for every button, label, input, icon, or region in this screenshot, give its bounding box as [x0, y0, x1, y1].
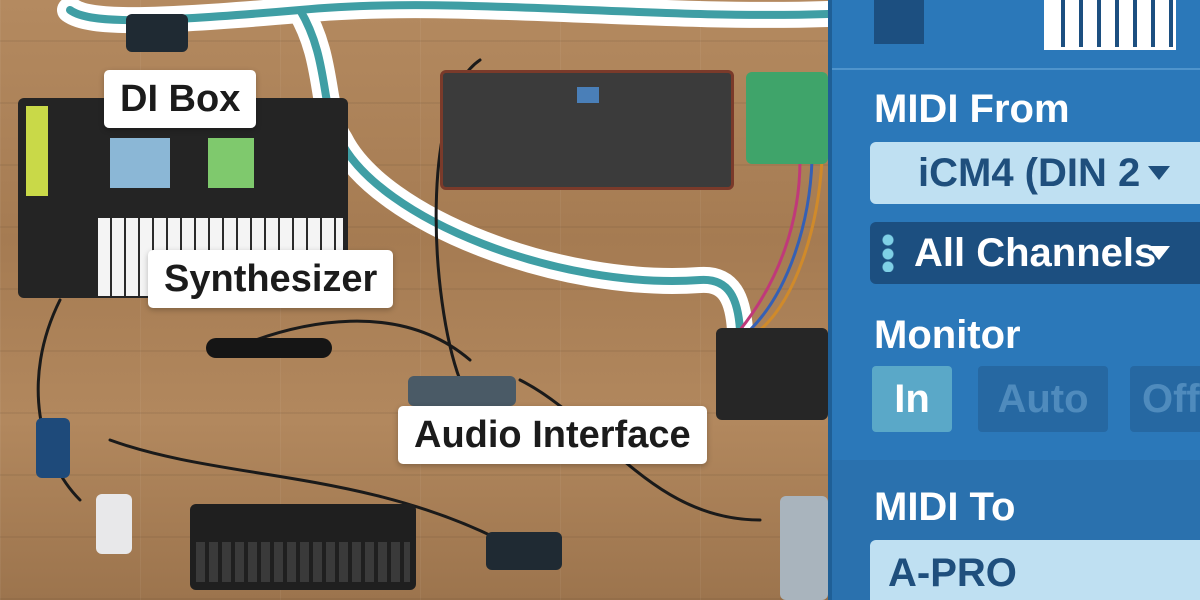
chevron-down-icon [1148, 246, 1170, 260]
midi-from-title: MIDI From [874, 87, 1070, 131]
laptop-device [780, 496, 828, 600]
panel-divider-top [832, 68, 1200, 70]
controller-device [190, 504, 416, 590]
monitor-title: Monitor [874, 313, 1021, 357]
microphone-device [206, 338, 332, 358]
monitor-off-label: Off [1142, 377, 1200, 421]
patchbay-device [716, 328, 828, 420]
midi-from-device-dropdown[interactable]: iCM4 (DIN 2 [870, 142, 1200, 204]
midi-channel-dropdown[interactable]: All Channels [870, 222, 1200, 284]
midi-to-title: MIDI To [874, 485, 1016, 529]
midi-to-device-dropdown[interactable]: A-PRO [870, 540, 1200, 600]
hub-device [486, 532, 562, 570]
monitor-off-button[interactable]: Off [1130, 366, 1200, 432]
piano-keyboard-icon[interactable] [1044, 0, 1176, 50]
track-settings-panel: MIDI From iCM4 (DIN 2 All Channels Monit… [828, 0, 1200, 600]
monitor-in-label: In [894, 377, 930, 421]
monitor-in-button[interactable]: In [872, 366, 952, 432]
midi-channel-value: All Channels [914, 231, 1157, 275]
studio-setup-photo: DI Box Synthesizer Audio Interface [0, 0, 828, 600]
audio-interface-device [408, 376, 516, 406]
channel-dots-icon [882, 234, 894, 272]
pedal-device [36, 418, 70, 478]
midi-to-device-value: A-PRO [888, 551, 1017, 595]
effects-pedal-device [96, 494, 132, 554]
monitor-auto-button[interactable]: Auto [978, 366, 1108, 432]
audio-interface-label: Audio Interface [398, 406, 707, 464]
chevron-down-icon [1148, 166, 1170, 180]
sequencer-device [440, 70, 734, 190]
synthesizer-label: Synthesizer [148, 250, 394, 308]
midi-interface-device [746, 72, 828, 164]
midi-from-device-value: iCM4 (DIN 2 [918, 151, 1141, 195]
di-box-label: DI Box [104, 70, 257, 128]
monitor-auto-label: Auto [997, 377, 1089, 421]
di-box-device [126, 14, 188, 52]
track-color-swatch[interactable] [874, 0, 924, 44]
